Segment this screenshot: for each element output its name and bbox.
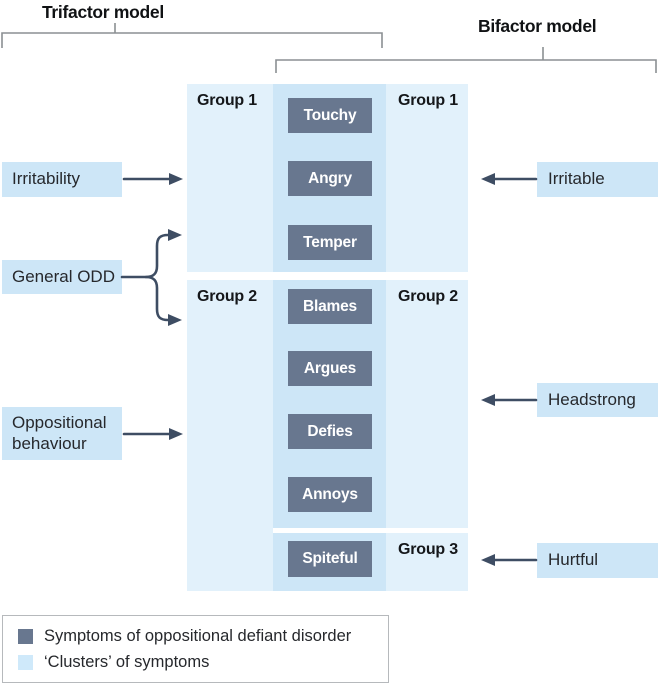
- cluster-swatch-icon: [18, 654, 33, 670]
- symptom-blames: Blames: [288, 289, 372, 324]
- legend-clusters-label: ‘Clusters’ of symptoms: [44, 652, 210, 671]
- legend-row-clusters: ‘Clusters’ of symptoms: [18, 653, 388, 672]
- symptom-annoys: Annoys: [288, 477, 372, 512]
- general-odd-fork-arrow: [120, 229, 182, 326]
- symptom-defies: Defies: [288, 414, 372, 449]
- factor-general-odd: General ODD: [2, 260, 122, 294]
- bifactor-group2-cluster: Group 2: [386, 280, 468, 528]
- legend-symptoms-label: Symptoms of oppositional defiant disorde…: [44, 626, 352, 645]
- bifactor-group1-cluster: Group 1: [386, 84, 468, 272]
- bifactor-bracket: [275, 47, 657, 73]
- headstrong-arrow: [481, 394, 538, 406]
- hurtful-arrow: [481, 554, 538, 566]
- trifactor-group1-cluster: Group 1: [187, 84, 273, 272]
- symptom-spiteful: Spiteful: [288, 541, 372, 577]
- factor-irritable: Irritable: [537, 162, 658, 197]
- symptom-temper: Temper: [288, 225, 372, 260]
- bifactor-model-title: Bifactor model: [478, 16, 597, 36]
- bifactor-group2-label: Group 2: [398, 288, 458, 305]
- factor-irritability: Irritability: [2, 162, 122, 197]
- legend-row-symptoms: Symptoms of oppositional defiant disorde…: [18, 627, 388, 646]
- oppositional-behaviour-arrow: [122, 428, 183, 440]
- legend: Symptoms of oppositional defiant disorde…: [2, 615, 389, 683]
- bifactor-group3-cluster: Group 3: [386, 533, 468, 591]
- symptom-touchy: Touchy: [288, 98, 372, 133]
- trifactor-model-title: Trifactor model: [42, 2, 164, 22]
- trifactor-group1-label: Group 1: [197, 92, 257, 109]
- irritable-arrow: [481, 173, 538, 185]
- bifactor-group3-label: Group 3: [398, 541, 458, 558]
- symptom-swatch-icon: [18, 628, 33, 644]
- factor-hurtful: Hurtful: [537, 543, 658, 578]
- factor-headstrong: Headstrong: [537, 383, 658, 417]
- irritability-arrow: [122, 173, 183, 185]
- trifactor-group2-label: Group 2: [197, 288, 257, 305]
- trifactor-bracket: [1, 23, 383, 48]
- factor-oppositional-behaviour: Oppositional behaviour: [2, 407, 122, 460]
- bifactor-group1-label: Group 1: [398, 92, 458, 109]
- symptom-angry: Angry: [288, 161, 372, 196]
- symptom-argues: Argues: [288, 351, 372, 386]
- trifactor-group2-cluster: Group 2: [187, 280, 273, 591]
